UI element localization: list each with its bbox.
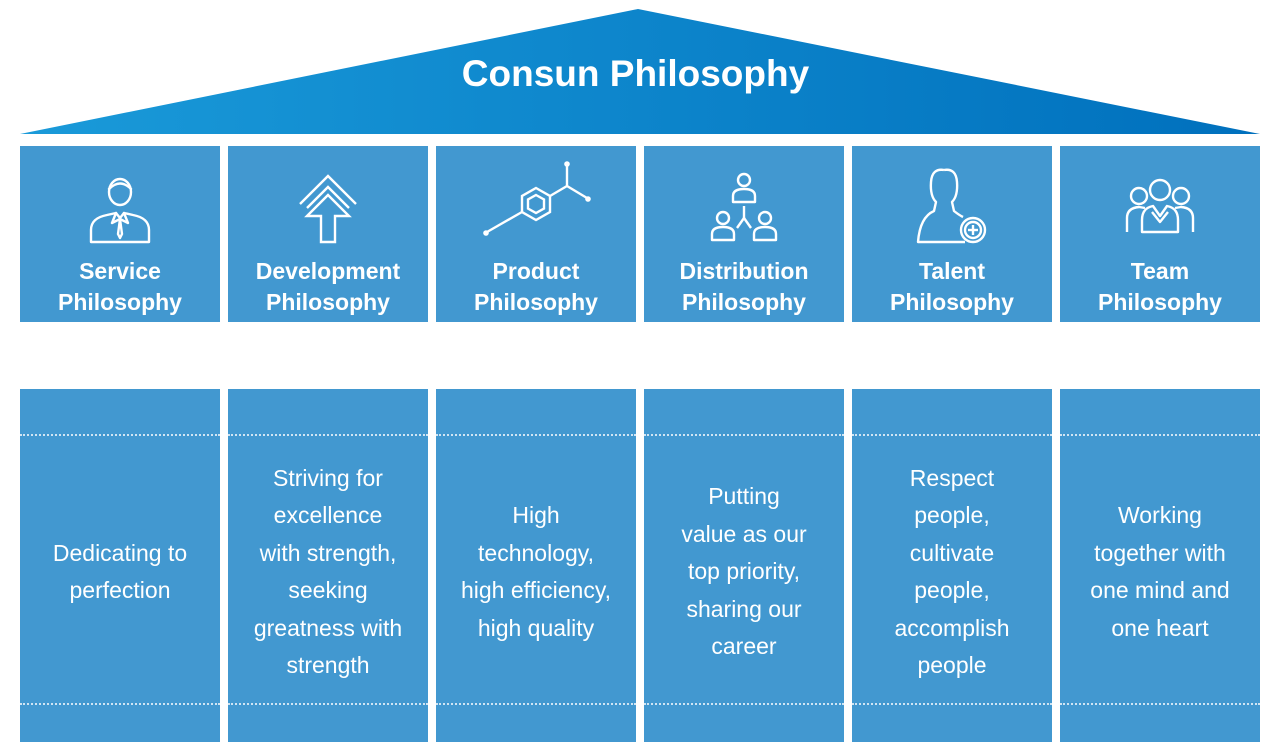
divider [852, 703, 1052, 705]
header-card-service: Service Philosophy [20, 146, 220, 322]
description-card-team: Working together with one mind and one h… [1060, 389, 1260, 742]
roof-shape [20, 9, 1260, 134]
divider [644, 703, 844, 705]
distribution-network-icon [710, 172, 778, 242]
description-team: Working together with one mind and one h… [1090, 502, 1230, 641]
roof-banner: Consun Philosophy [0, 0, 1271, 140]
divider [852, 434, 1052, 436]
header-card-team: Team Philosophy [1060, 146, 1260, 322]
divider [20, 434, 220, 436]
header-label-distribution: Distribution Philosophy [679, 258, 809, 315]
header-label-product: Product Philosophy [474, 258, 598, 315]
description-card-service: Dedicating to perfection [20, 389, 220, 742]
description-product: High technology, high efficiency, high q… [460, 502, 612, 641]
businessman-icon [89, 177, 151, 244]
header-card-development: Development Philosophy [228, 146, 428, 322]
header-label-service: Service Philosophy [58, 258, 182, 315]
header-card-product: Product Philosophy [436, 146, 636, 322]
molecule-icon [483, 161, 591, 236]
divider [436, 703, 636, 705]
divider [20, 703, 220, 705]
description-service: Dedicating to perfection [52, 539, 188, 604]
divider [1060, 434, 1260, 436]
header-card-talent: Talent Philosophy [852, 146, 1052, 322]
divider [228, 434, 428, 436]
header-label-talent: Talent Philosophy [890, 258, 1014, 315]
header-card-distribution: Distribution Philosophy [644, 146, 844, 322]
team-icon [1125, 178, 1195, 234]
person-add-icon [916, 168, 987, 244]
header-label-team: Team Philosophy [1098, 258, 1222, 315]
divider [644, 434, 844, 436]
description-development: Striving for excellence with strength, s… [253, 464, 403, 679]
philosophy-descriptions: Dedicating to perfection Striving for ex… [20, 389, 1260, 742]
divider [436, 434, 636, 436]
page-title: Consun Philosophy [461, 53, 810, 94]
divider [228, 703, 428, 705]
description-card-distribution: Putting value as our top priority, shari… [644, 389, 844, 742]
header-label-development: Development Philosophy [255, 258, 401, 315]
description-card-talent: Respect people, cultivate people, accomp… [852, 389, 1052, 742]
philosophy-headers: Service Philosophy Development Philosoph… [20, 146, 1260, 322]
description-talent: Respect people, cultivate people, accomp… [894, 464, 1010, 679]
description-card-product: High technology, high efficiency, high q… [436, 389, 636, 742]
growth-arrow-icon [299, 174, 357, 244]
description-distribution: Putting value as our top priority, shari… [681, 483, 807, 660]
divider [1060, 703, 1260, 705]
description-card-development: Striving for excellence with strength, s… [228, 389, 428, 742]
